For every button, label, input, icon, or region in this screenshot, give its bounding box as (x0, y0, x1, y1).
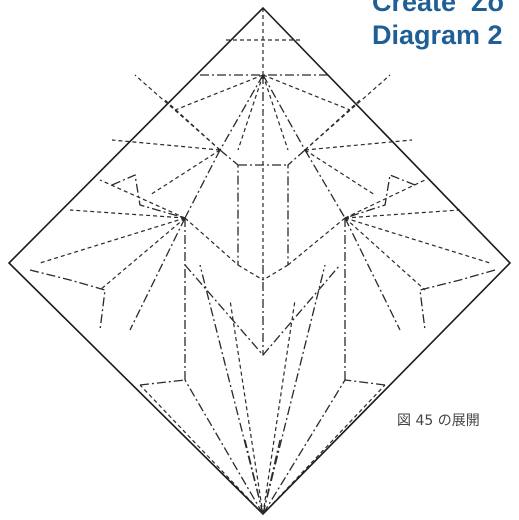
right-upper-hub (305, 75, 415, 218)
right-hub (288, 180, 495, 385)
left-upper-hub (112, 75, 220, 218)
figure-caption: 図 45 の展開 (397, 410, 480, 430)
